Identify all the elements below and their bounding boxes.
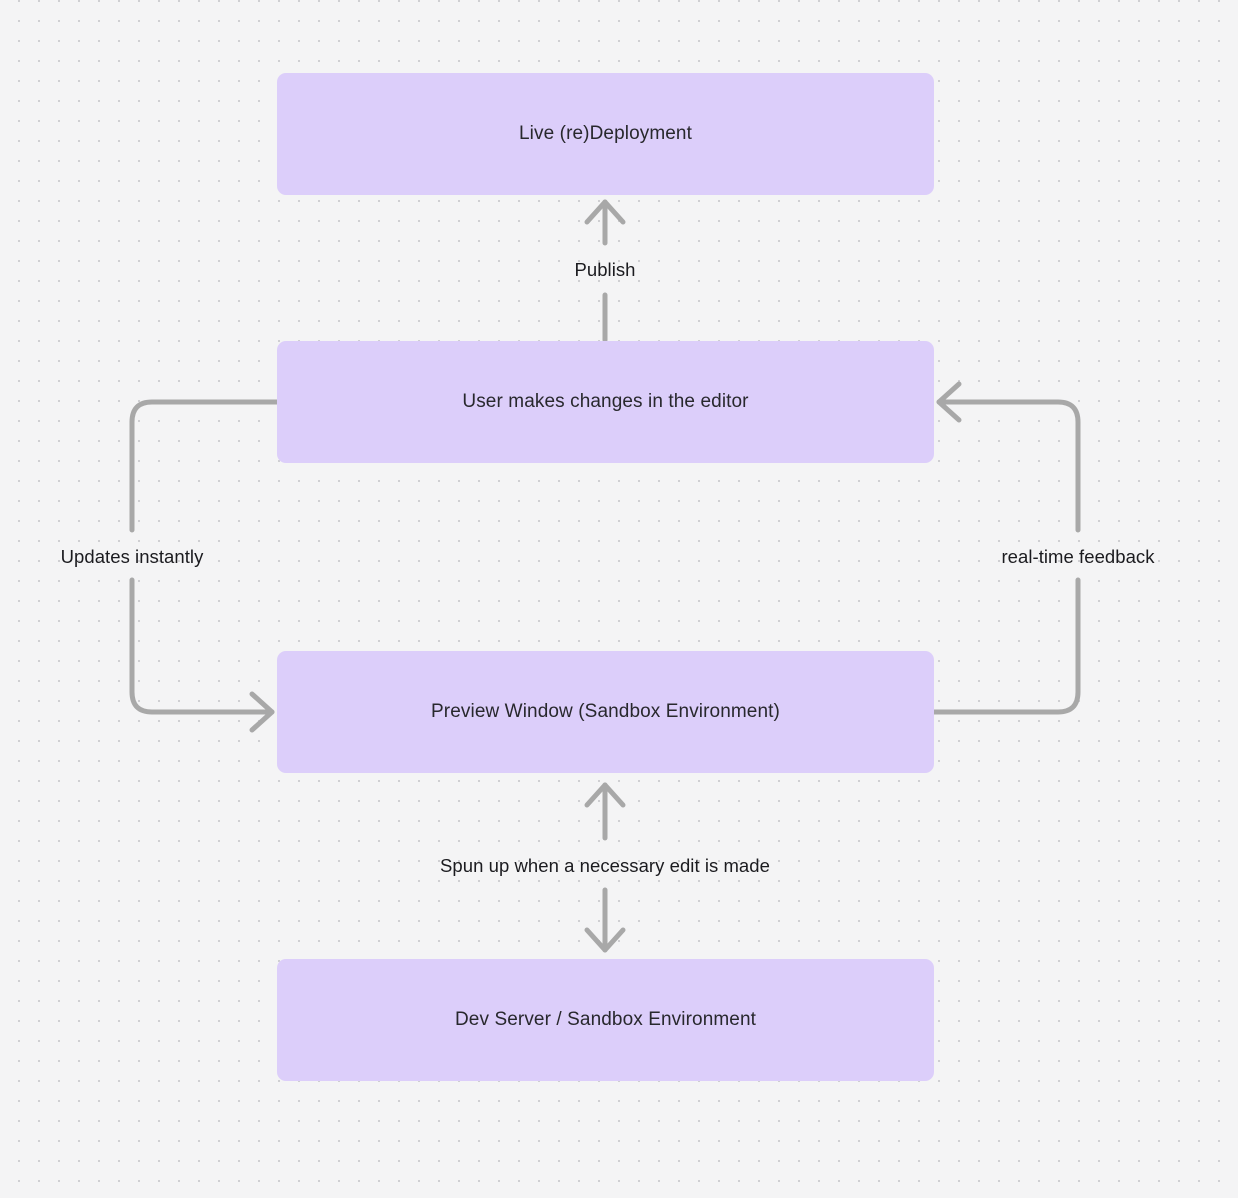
node-live-deployment[interactable]: Live (re)Deployment: [277, 73, 934, 195]
arrowhead-up-icon: [584, 199, 626, 225]
edge-label-publish[interactable]: Publish: [574, 258, 636, 280]
edge-label-spun-up[interactable]: Spun up when a necessary edit is made: [440, 854, 770, 876]
arrowhead-up-icon: [584, 782, 626, 808]
node-label: Live (re)Deployment: [519, 122, 692, 144]
node-label: Dev Server / Sandbox Environment: [454, 1008, 756, 1030]
arrowhead-left-icon: [936, 381, 962, 423]
node-label: Preview Window (Sandbox Environment): [431, 700, 780, 722]
node-dev-server[interactable]: Dev Server / Sandbox Environment: [277, 959, 934, 1081]
node-preview-window[interactable]: Preview Window (Sandbox Environment): [277, 651, 934, 773]
node-label: User makes changes in the editor: [462, 390, 749, 412]
edge-label-real-time-feedback[interactable]: real-time feedback: [1001, 545, 1155, 567]
arrowhead-right-icon: [249, 691, 275, 733]
node-user-edits[interactable]: User makes changes in the editor: [277, 341, 934, 463]
edge-label-updates-instantly[interactable]: Updates instantly: [60, 545, 204, 567]
arrowhead-down-icon: [584, 927, 626, 953]
